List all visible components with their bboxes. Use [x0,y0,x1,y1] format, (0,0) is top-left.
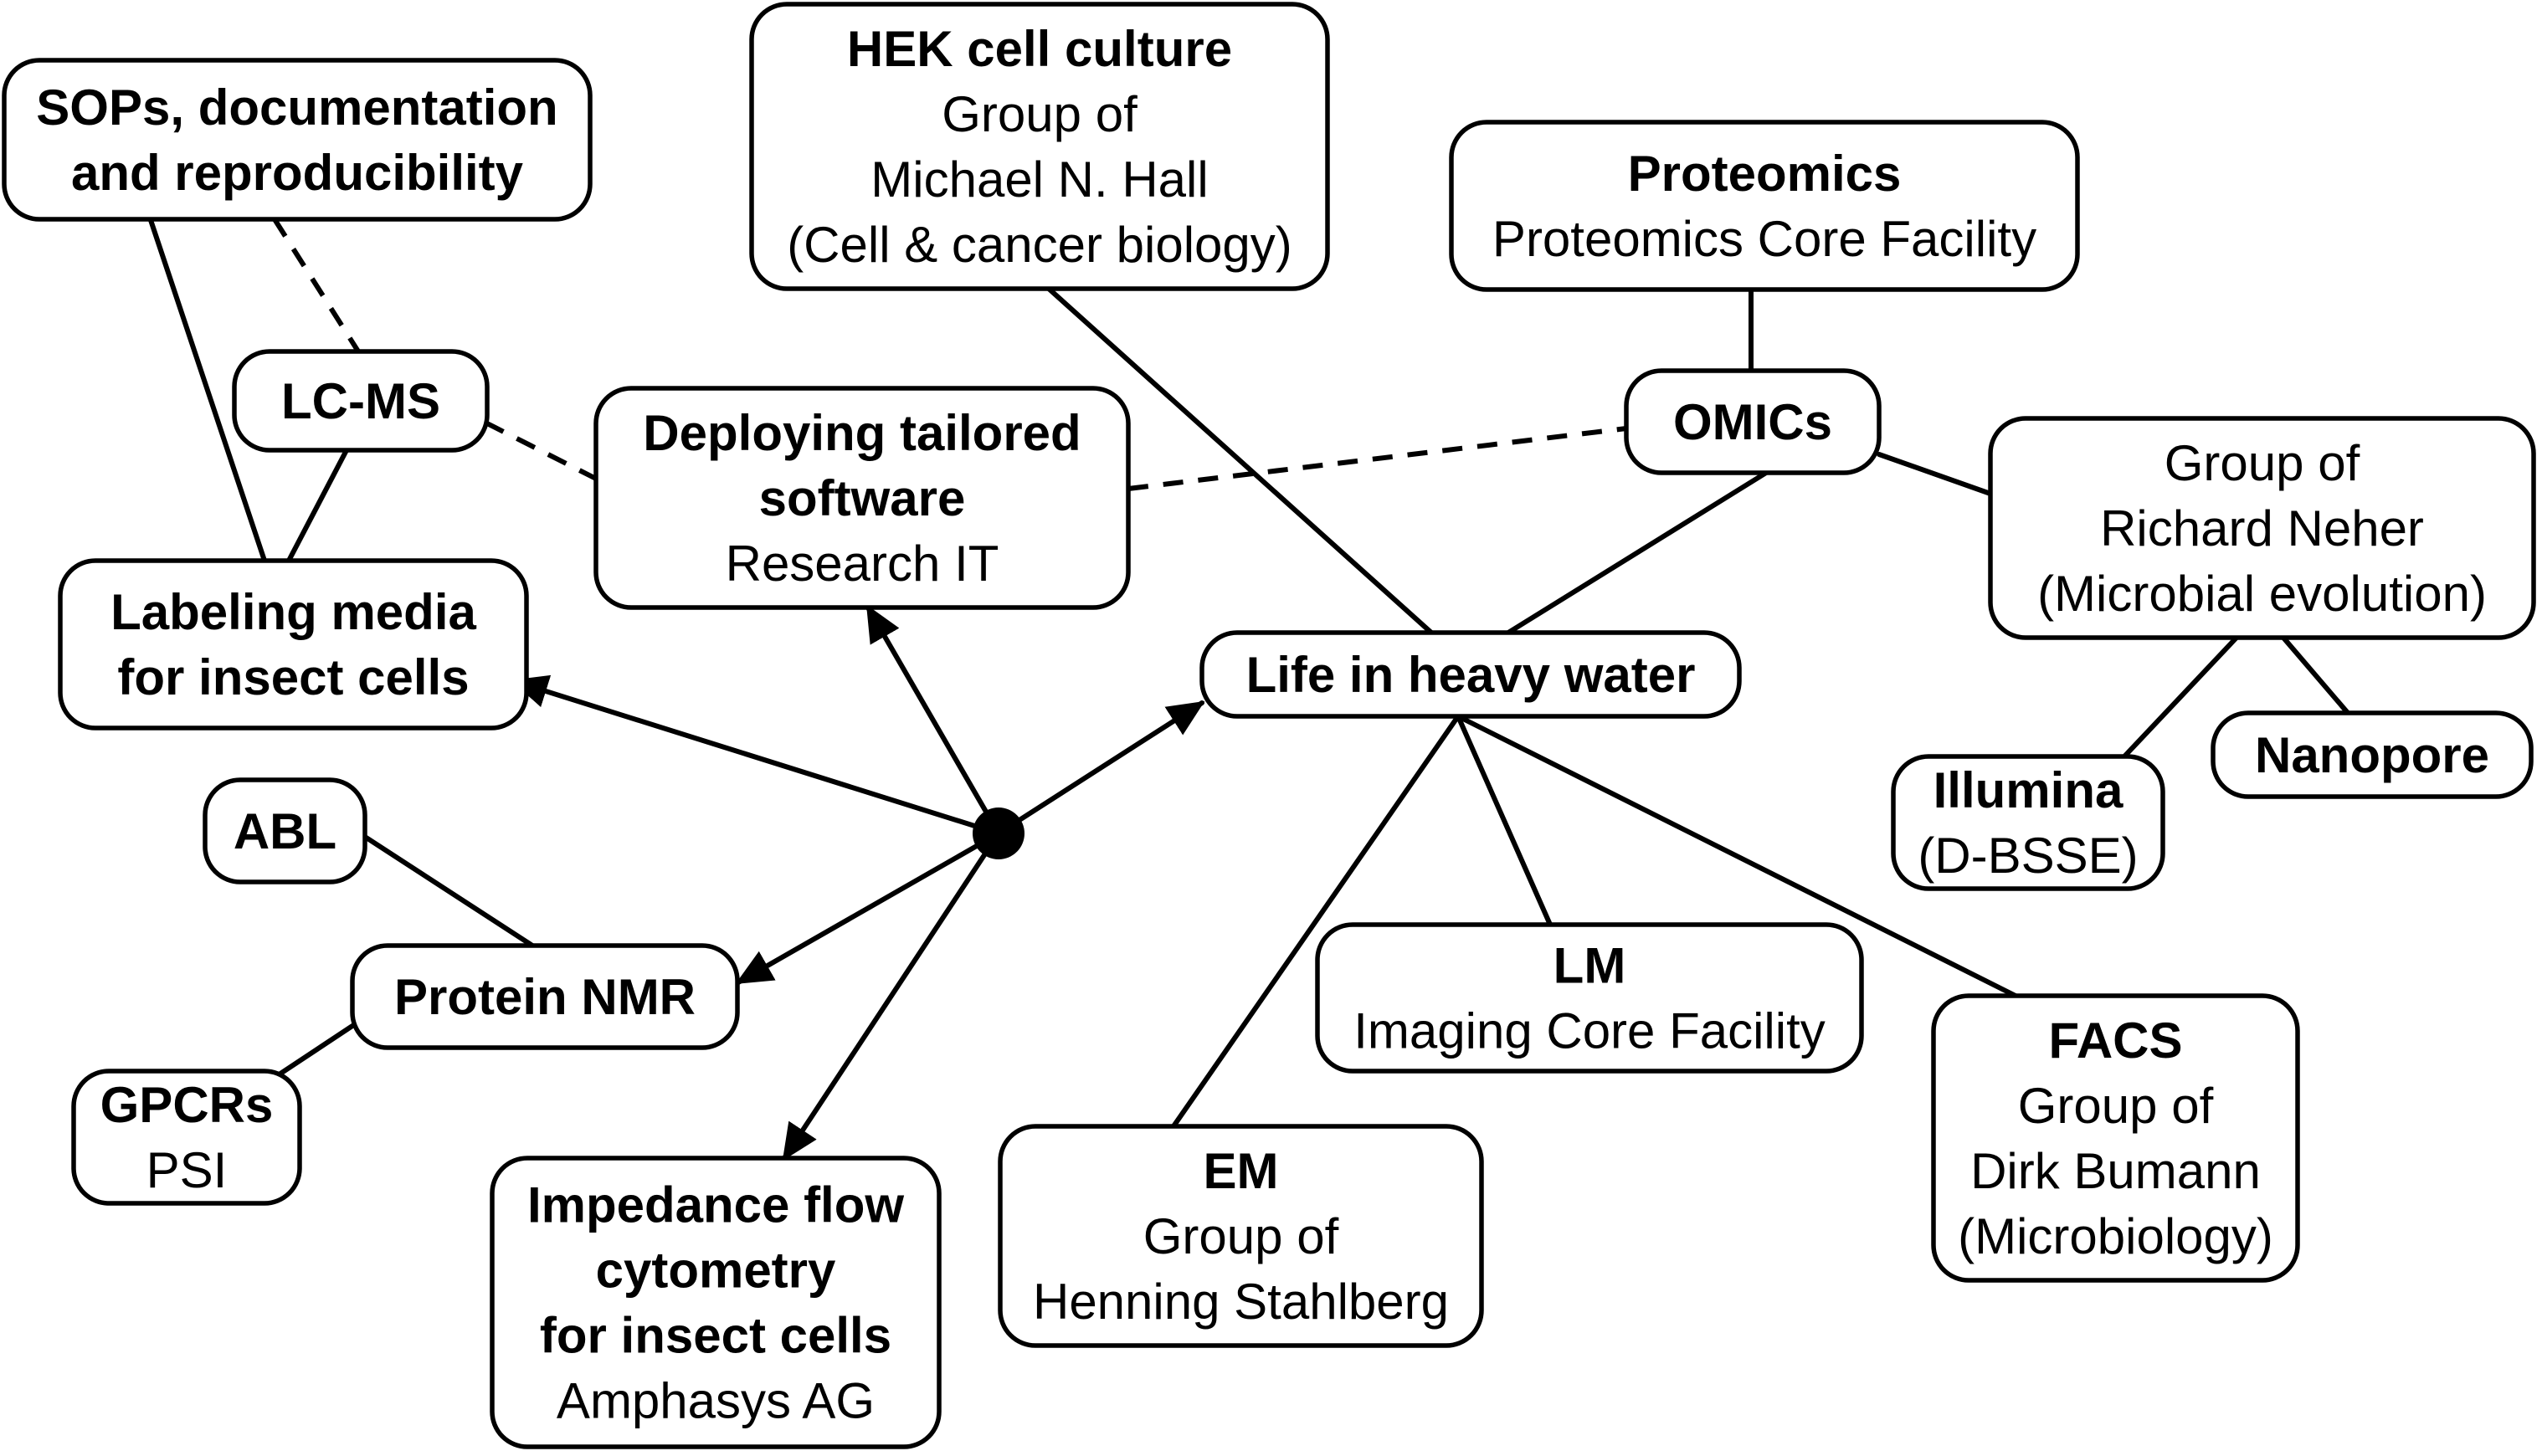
node-facs-line-2: Group of [2018,1078,2214,1134]
node-impedance-title-2: cytometry [596,1243,836,1299]
node-abl: ABL [203,777,367,884]
edge-hub-to-software [865,604,1001,836]
edge-hub-to-labeling [511,674,1001,836]
node-abl-title-1: ABL [234,803,336,859]
node-sops-title-1: SOPs, documentation [36,79,557,136]
node-sops: SOPs, documentation and reproducibility [2,58,593,222]
node-software-line-3: Research IT [726,536,999,592]
edge-hub-to-impedance [782,831,1001,1161]
edge-abl-to-nmr [362,834,535,948]
node-labeling-title-2: for insect cells [117,649,469,705]
node-proteomics-title-1: Proteomics [1628,146,1902,202]
node-software-title-1: Deploying tailored [643,405,1081,461]
edge-lcms-to-software [484,420,598,481]
edge-omics-to-heavy-water [1506,470,1769,635]
node-labeling: Labeling media for insect cells [58,558,529,731]
node-box-abl [203,777,367,884]
node-hek-title-1: HEK cell culture [847,21,1232,77]
edge-sops-to-lcms [272,218,361,353]
node-labeling-title-1: Labeling media [110,584,476,640]
node-heavy-water: Life in heavy water [1199,630,1742,719]
node-box-omics [1624,368,1882,475]
edge-hek-to-heavy-water [1046,286,1434,635]
node-box-em [998,1124,1484,1348]
node-box-nmr [350,943,740,1050]
node-facs-line-4: (Microbiology) [1958,1208,2273,1264]
node-box-illumina [1891,754,2165,891]
node-illumina-line-2: (D-BSSE) [1918,828,2138,884]
node-nmr-title-1: Protein NMR [394,969,696,1025]
node-box-lcms [232,349,490,453]
node-box-software [593,386,1131,610]
edge-neher-to-illumina [2122,635,2239,759]
node-omics: OMICs [1624,368,1882,475]
node-box-neher [1988,416,2536,640]
node-lm-title-1: LM [1553,938,1626,994]
node-facs-line-3: Dirk Bumann [1970,1143,2261,1199]
node-box-sops [2,58,593,222]
node-proteomics-line-2: Proteomics Core Facility [1492,211,2036,267]
node-em-title-1: EM [1204,1143,1279,1199]
node-neher: Group of Richard Neher (Microbial evolutio… [1988,416,2536,640]
node-box-gpcrs [71,1069,302,1206]
edge-heavy-water-to-em [1171,714,1461,1129]
node-hek-line-3: Michael N. Hall [870,151,1208,208]
edge-heavy-water-to-facs [1456,714,2018,998]
edge-software-to-omics [1127,426,1627,491]
node-software-title-2: software [759,470,966,526]
hub-node [973,807,1025,859]
node-impedance: Impedance flow cytometry for insect cellsA… [490,1156,942,1449]
node-hek-line-4: (Cell & cancer biology) [787,217,1292,273]
node-lcms: LC-MS [232,349,490,453]
node-neher-line-3: (Microbial evolution) [2037,566,2487,622]
node-impedance-line-4: Amphasys AG [557,1373,875,1429]
node-em: EM Group of Henning Stahlberg [998,1124,1484,1348]
node-neher-line-2: Richard Neher [2100,500,2424,556]
node-facs-title-1: FACS [2048,1013,2182,1069]
node-nmr: Protein NMR [350,943,740,1050]
node-sops-title-2: and reproducibility [71,145,524,201]
node-box-nanopore [2211,710,2534,799]
node-em-line-2: Group of [1143,1208,1339,1264]
node-facs: FACS Group of Dirk Bumann (Microbiology) [1931,993,2300,1283]
edge-lcms-to-labeling [286,448,349,563]
node-neher-line-1: Group of [2165,435,2360,491]
node-gpcrs-title-1: GPCRs [100,1077,274,1133]
edge-heavy-water-to-lm [1456,714,1553,927]
edge-neher-to-nanopore [2281,635,2350,715]
node-box-labeling [58,558,529,731]
edge-hub-to-heavy-water [996,700,1205,836]
node-illumina: Illumina (D-BSSE) [1891,754,2165,891]
edge-omics-to-neher [1877,452,1993,496]
node-impedance-title-3: for insect cells [540,1308,891,1364]
node-heavy-water-title-1: Life in heavy water [1246,647,1696,703]
edge-sops-to-labeling [148,218,267,563]
node-em-line-3: Henning Stahlberg [1033,1274,1449,1330]
node-box-heavy-water [1199,630,1742,719]
node-box-hek [749,2,1330,291]
node-lcms-title-1: LC-MS [281,373,440,429]
node-box-impedance [490,1156,942,1449]
node-box-lm [1315,922,1864,1074]
edge-nmr-to-gpcrs [278,1023,355,1076]
node-omics-title-1: OMICs [1673,394,1832,450]
node-gpcrs-line-2: PSI [146,1142,228,1198]
node-hek-line-2: Group of [942,86,1137,142]
node-box-facs [1931,993,2300,1283]
node-nanopore: Nanopore [2211,710,2534,799]
edge-hub-to-nmr [735,831,1001,985]
node-impedance-title-1: Impedance flow [527,1177,904,1233]
node-illumina-title-1: Illumina [1933,762,2123,818]
node-lm: LM Imaging Core Facility [1315,922,1864,1074]
node-box-proteomics [1449,120,2080,292]
node-lm-line-2: Imaging Core Facility [1353,1003,1826,1059]
node-nanopore-title-1: Nanopore [2255,727,2489,783]
